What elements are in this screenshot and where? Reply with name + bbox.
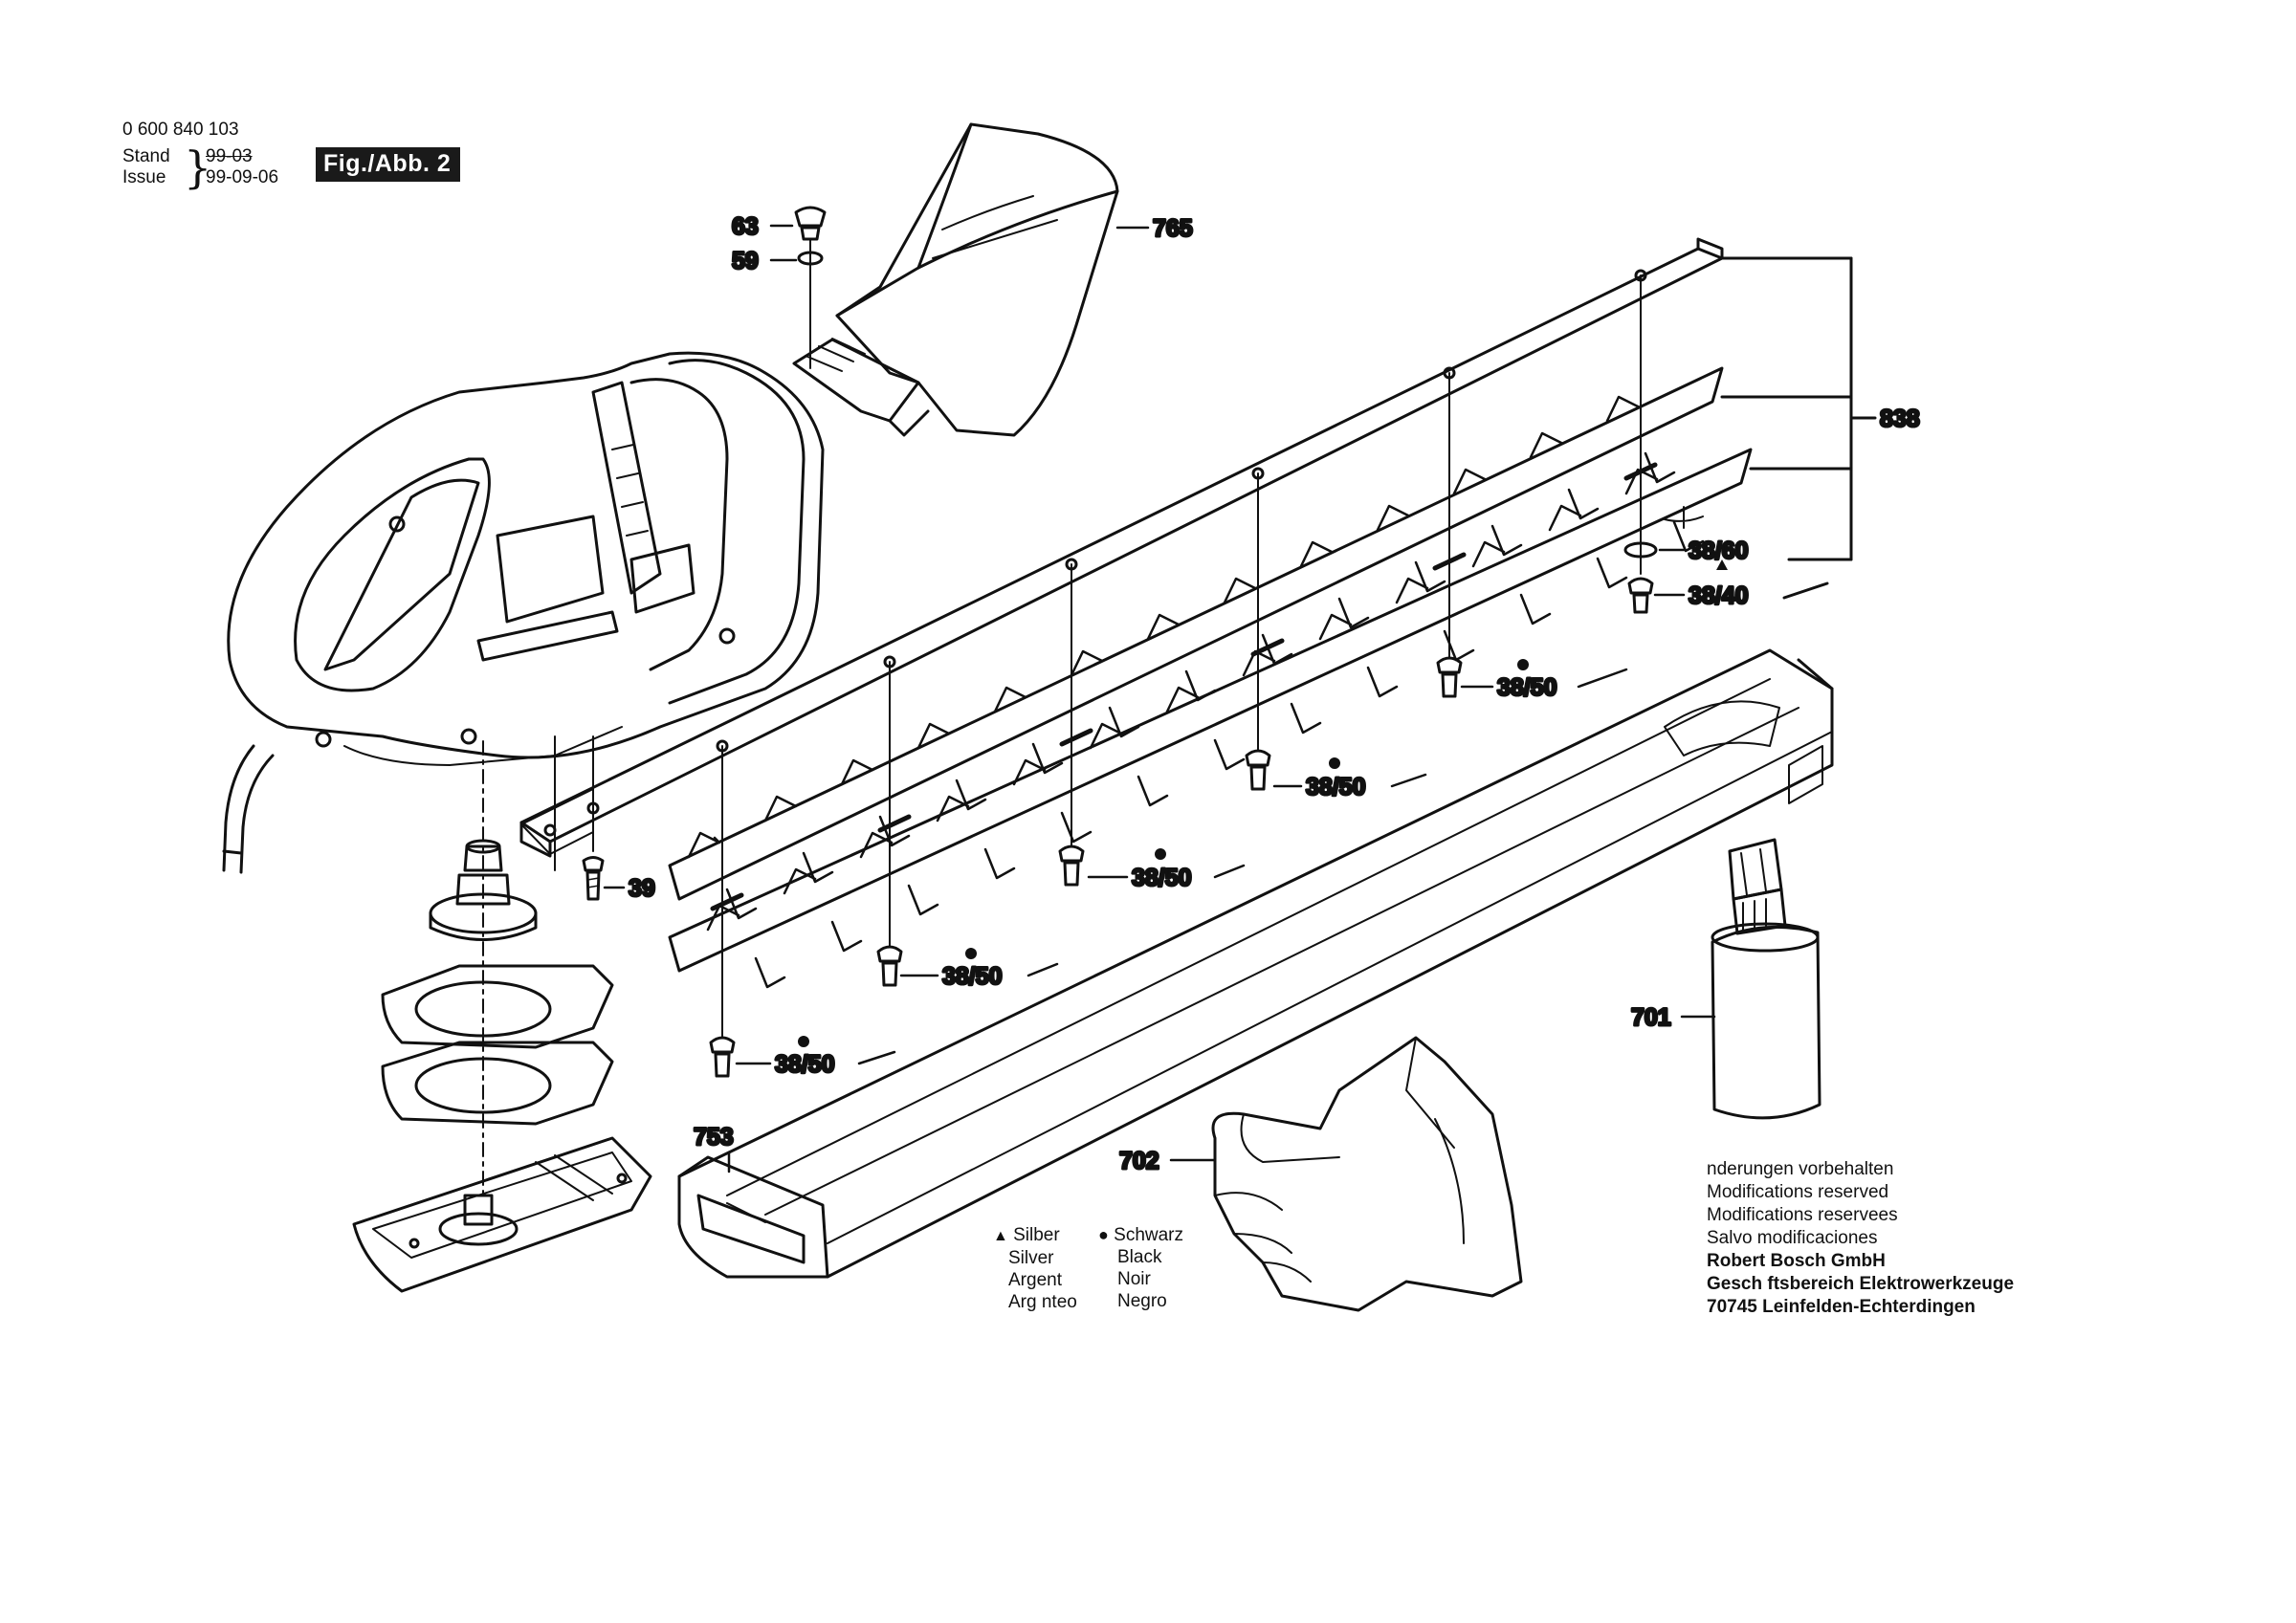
- legend-black: ● Schwarz Black Noir Negro: [1098, 1224, 1183, 1312]
- legend-silver-de: Silber: [1013, 1225, 1060, 1245]
- callout-leaders: [603, 224, 1716, 1173]
- legend-black-fr: Noir: [1117, 1269, 1151, 1289]
- legend-black-row: ● Schwarz: [1098, 1224, 1183, 1246]
- blade-sheath-753: [677, 648, 1834, 1279]
- note-line-3: Modifications reservees: [1707, 1205, 1898, 1225]
- blade-guard-765: [792, 122, 1119, 437]
- blade-base-plate-upper: [381, 964, 614, 1049]
- legend-black-es: Negro: [1117, 1291, 1167, 1311]
- dot-icon: ●: [1098, 1225, 1109, 1244]
- power-cord: [222, 744, 275, 874]
- issue-value: 99-09-06: [206, 167, 279, 187]
- stand-value: 99-03: [206, 146, 253, 166]
- legend-silver-es: Arg nteo: [1008, 1292, 1077, 1312]
- callout-59: 59: [732, 248, 759, 274]
- callout-39: 39: [629, 875, 655, 902]
- legend-silver-row: ▲ Silber: [993, 1224, 1077, 1247]
- silver-triangle-marker: [1716, 559, 1728, 570]
- gear-cover-plate: [352, 1136, 652, 1293]
- callout-38-50-d: 38/50: [1306, 774, 1366, 801]
- screw-38-50-e: [1436, 372, 1463, 698]
- blade-strip-end: [520, 788, 594, 855]
- legend-black-en: Black: [1117, 1247, 1162, 1267]
- blade-bar: [519, 237, 1724, 858]
- legend-black-de: Schwarz: [1114, 1225, 1184, 1245]
- motor-housing: [227, 351, 825, 766]
- callout-38-50-b: 38/50: [942, 963, 1003, 990]
- company-name: Robert Bosch GmbH: [1707, 1251, 1886, 1271]
- callout-701: 701: [1631, 1004, 1671, 1031]
- note-line-2: Modifications reserved: [1707, 1182, 1889, 1202]
- callout-38-50-c: 38/50: [1132, 865, 1192, 891]
- screw-38-50-d: [1245, 472, 1271, 791]
- callout-38-50-e: 38/50: [1497, 674, 1557, 701]
- part-number: 0 600 840 103: [122, 120, 239, 140]
- washer-59: [797, 251, 824, 266]
- legend-silver-fr: Argent: [1008, 1270, 1062, 1290]
- oil-bottle-701: [1711, 838, 1821, 1120]
- legend-silver-en: Silver: [1008, 1248, 1054, 1268]
- bracket-838: [1720, 256, 1877, 600]
- gloves-702: [1211, 1036, 1523, 1312]
- callout-63: 63: [732, 213, 759, 240]
- screw-38-50-a: [709, 745, 736, 1078]
- note-line-1: nderungen vorbehalten: [1707, 1159, 1894, 1179]
- stand-label: Stand: [122, 146, 170, 166]
- company-division: Gesch ftsbereich Elektrowerkzeuge: [1707, 1274, 2015, 1294]
- figure-badge: Fig./Abb. 2: [316, 147, 461, 182]
- brace-glyph: }: [184, 142, 212, 193]
- triangle-icon: ▲: [993, 1228, 1008, 1244]
- screw-38-50-b: [876, 661, 903, 987]
- screw-63: [794, 206, 827, 369]
- callout-838: 838: [1880, 406, 1920, 432]
- screw-38-50-c: [1058, 563, 1085, 887]
- callout-702: 702: [1119, 1148, 1159, 1174]
- callout-765: 765: [1153, 215, 1193, 242]
- legend: ▲ Silber Silver Argent Arg nteo: [993, 1224, 1077, 1313]
- blade-base-plate-lower: [381, 1041, 614, 1126]
- callout-38-60: 38/60: [1689, 537, 1749, 564]
- issue-label: Issue: [122, 167, 166, 187]
- screw-38-40: [1627, 274, 1654, 614]
- note-line-4: Salvo modificaciones: [1707, 1228, 1878, 1248]
- callout-38-40: 38/40: [1689, 582, 1749, 609]
- wave-washer-mark: [1664, 506, 1704, 529]
- callout-38-50-a: 38/50: [775, 1051, 835, 1078]
- cutter-blades: [668, 366, 1753, 989]
- washer-38-60: [1623, 541, 1658, 559]
- callout-753: 753: [694, 1124, 734, 1151]
- company-address: 70745 Leinfelden-Echterdingen: [1707, 1297, 1976, 1317]
- notes-block: nderungen vorbehalten Modifications rese…: [1707, 1158, 2014, 1319]
- black-dot-markers: [798, 659, 1529, 1047]
